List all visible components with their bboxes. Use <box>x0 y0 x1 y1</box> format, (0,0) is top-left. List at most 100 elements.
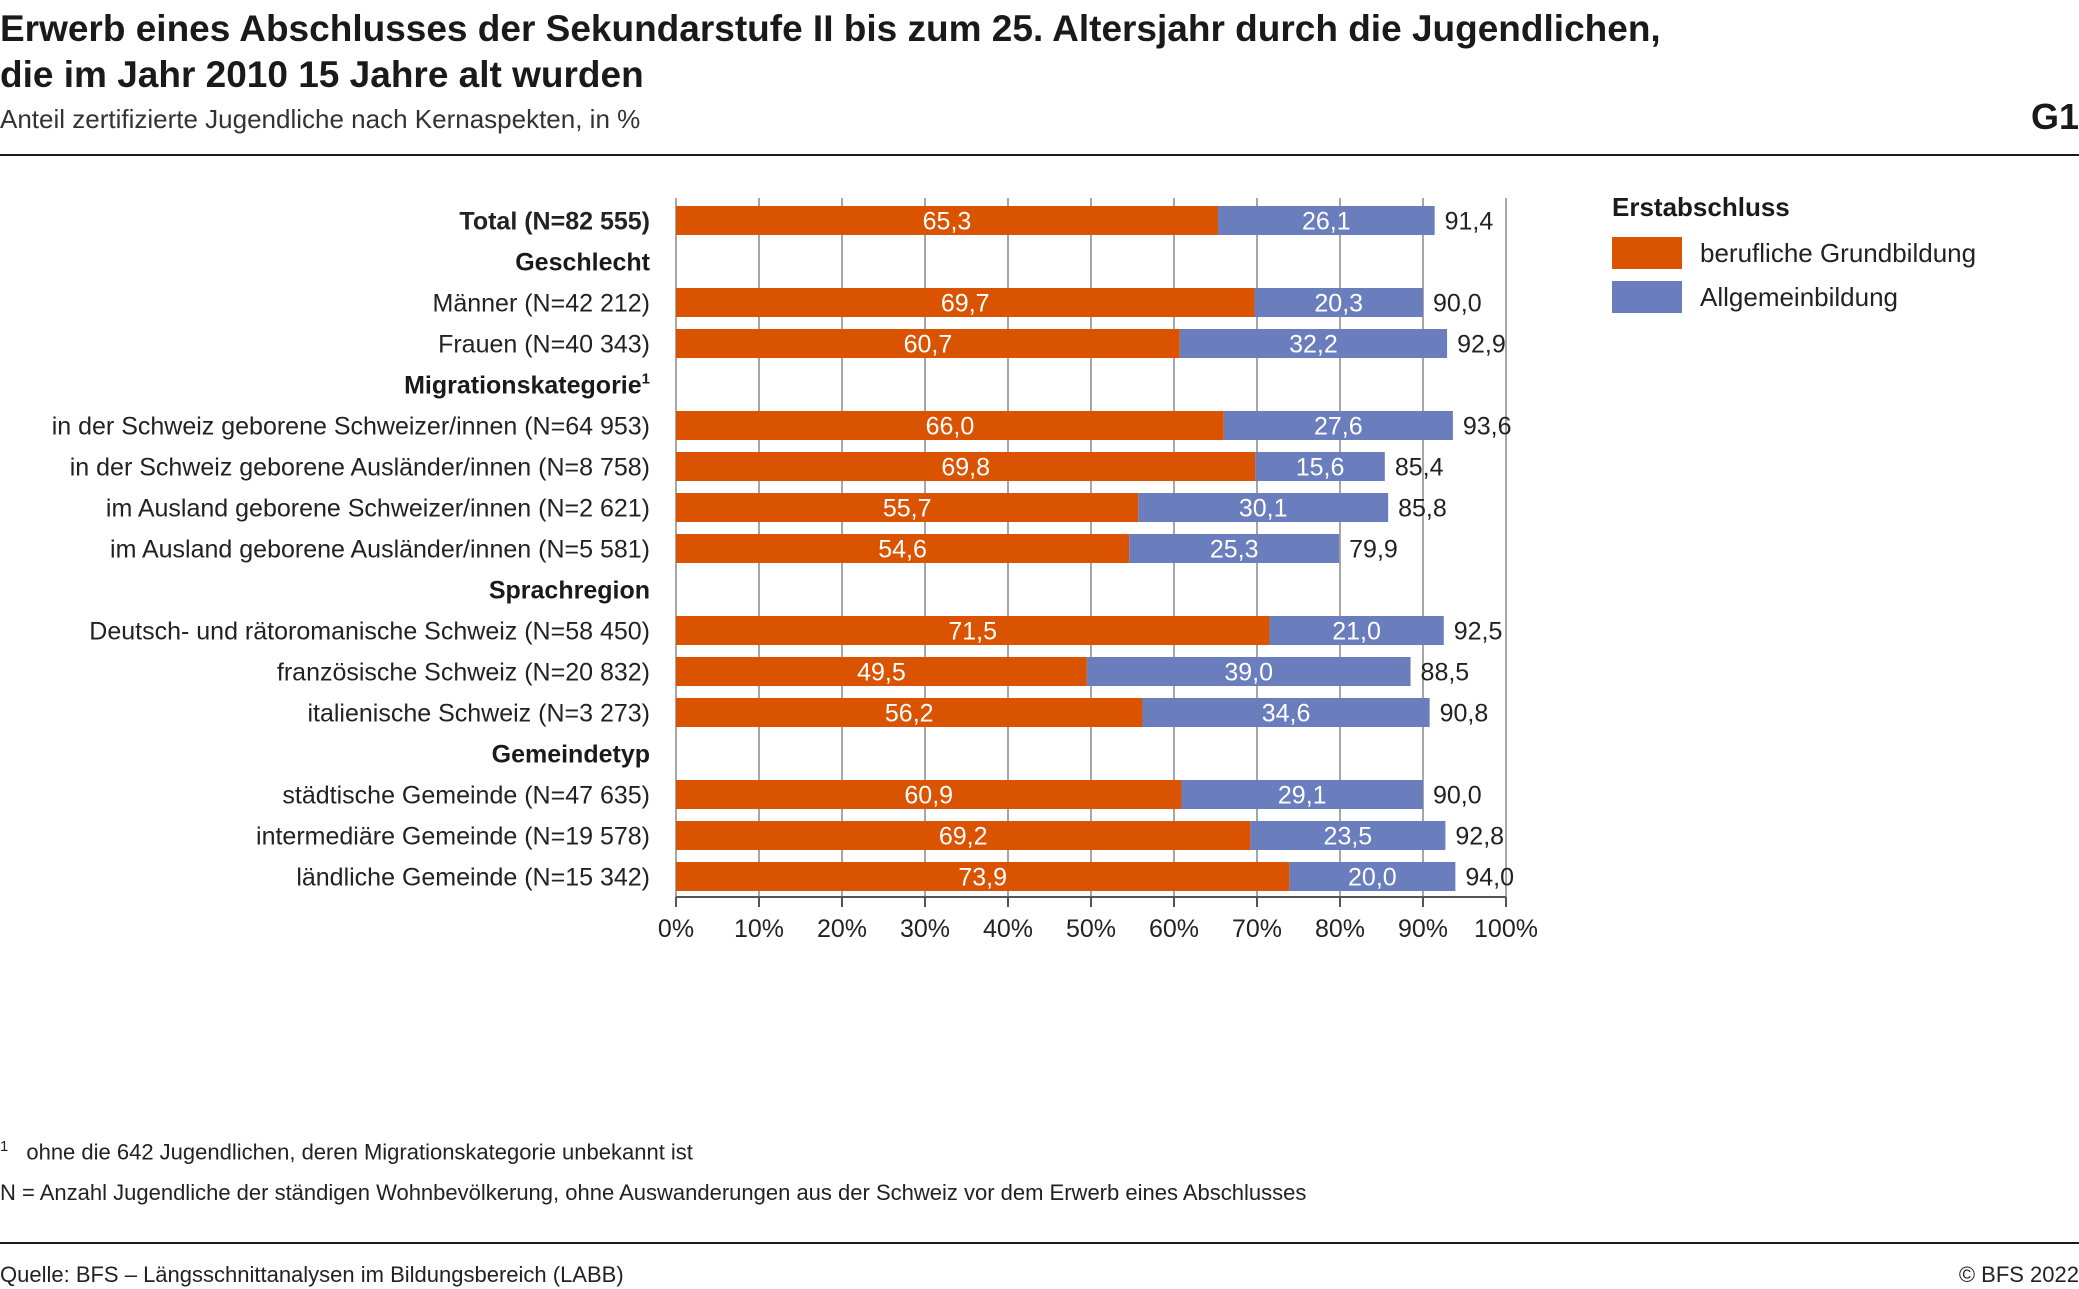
header-divider <box>0 154 2079 156</box>
data-label: 55,7 <box>883 495 932 523</box>
data-label: 66,0 <box>926 413 975 441</box>
bar-segment <box>676 493 1139 522</box>
total-label: 92,9 <box>1457 331 1506 359</box>
legend-item-berufliche-grundbildung: berufliche Grundbildung <box>1612 236 1976 270</box>
bar-segment <box>676 657 1087 686</box>
data-label: 34,6 <box>1262 700 1311 728</box>
footnote-1-text: ohne die 642 Jugendlichen, deren Migrati… <box>26 1139 693 1165</box>
data-label: 65,3 <box>923 208 972 236</box>
group-heading: Sprachregion <box>489 577 650 605</box>
data-label: 71,5 <box>948 618 997 646</box>
x-tick-label: 30% <box>900 915 950 943</box>
footnote-2: N = Anzahl Jugendliche der ständigen Woh… <box>0 1180 1307 1205</box>
legend-item-allgemeinbildung: Allgemeinbildung <box>1612 280 1898 314</box>
legend-title: Erstabschluss <box>1612 192 1790 222</box>
chart-subtitle: Anteil zertifizierte Jugendliche nach Ke… <box>0 104 641 134</box>
legend-label-allgemeinbildung: Allgemeinbildung <box>1700 281 1899 312</box>
x-tick-label: 60% <box>1149 915 1199 943</box>
category-label: städtische Gemeinde (N=47 635) <box>282 782 650 810</box>
x-tick-label: 0% <box>658 915 694 943</box>
category-label: Deutsch- und rätoromanische Schweiz (N=5… <box>89 618 650 646</box>
group-heading: Migrationskategorie1 <box>404 371 650 400</box>
data-label: 26,1 <box>1302 208 1351 236</box>
bar-segment <box>1086 657 1411 686</box>
total-label: 85,4 <box>1395 454 1444 482</box>
category-label: ländliche Gemeinde (N=15 342) <box>296 864 650 892</box>
data-label: 21,0 <box>1332 618 1381 646</box>
bar-segment <box>676 329 1180 358</box>
source-note: Quelle: BFS – Längsschnittanalysen im Bi… <box>0 1262 624 1287</box>
data-label: 60,7 <box>904 331 953 359</box>
total-label: 88,5 <box>1421 659 1470 687</box>
category-label: intermediäre Gemeinde (N=19 578) <box>256 823 650 851</box>
data-label: 69,8 <box>941 454 990 482</box>
data-label: 56,2 <box>885 700 934 728</box>
total-label: 92,5 <box>1454 618 1503 646</box>
bar-segment <box>1223 411 1453 440</box>
bar-segment <box>676 206 1218 235</box>
bar-segment <box>676 411 1224 440</box>
category-label: in der Schweiz geborene Schweizer/innen … <box>52 413 650 441</box>
data-label: 29,1 <box>1278 782 1327 810</box>
legend-swatch-allgemeinbildung <box>1612 281 1682 313</box>
bar-segment <box>1289 862 1456 891</box>
bar-segment <box>1179 329 1448 358</box>
bar-segment <box>676 821 1251 850</box>
data-label: 69,2 <box>939 823 988 851</box>
data-label: 54,6 <box>878 536 927 564</box>
x-tick-label: 100% <box>1474 915 1538 943</box>
x-tick-label: 50% <box>1066 915 1116 943</box>
total-label: 91,4 <box>1445 208 1494 236</box>
data-label: 49,5 <box>857 659 906 687</box>
category-label: im Ausland geborene Ausländer/innen (N=5… <box>110 536 650 564</box>
bar-segment <box>1269 616 1444 645</box>
total-label: 92,8 <box>1455 823 1504 851</box>
bar-segment <box>676 452 1256 481</box>
data-label: 23,5 <box>1324 823 1373 851</box>
group-heading: Geschlecht <box>515 249 650 277</box>
bar-segment <box>1250 821 1446 850</box>
total-label: 79,9 <box>1349 536 1398 564</box>
bar-segment <box>676 780 1182 809</box>
x-tick-label: 20% <box>817 915 867 943</box>
bar-segment <box>676 534 1130 563</box>
bar-segment <box>1138 493 1389 522</box>
data-label: 20,3 <box>1314 290 1363 318</box>
data-label: 25,3 <box>1210 536 1259 564</box>
total-label: 93,6 <box>1463 413 1512 441</box>
total-label: 90,0 <box>1433 290 1482 318</box>
total-label: 90,8 <box>1440 700 1489 728</box>
total-label: 94,0 <box>1465 864 1514 892</box>
stacked-bar-chart: 0%10%20%30%40%50%60%70%80%90%100%Total (… <box>52 198 1538 943</box>
data-label: 73,9 <box>958 864 1007 892</box>
data-label: 32,2 <box>1289 331 1338 359</box>
bar-segment <box>1217 206 1435 235</box>
category-label: Frauen (N=40 343) <box>438 331 650 359</box>
bar-segment <box>1254 288 1423 317</box>
data-label: 69,7 <box>941 290 990 318</box>
copyright: © BFS 2022 <box>1958 1262 2079 1287</box>
figure-number: G1 <box>2030 96 2079 137</box>
category-label: Männer (N=42 212) <box>433 290 650 318</box>
category-label: Total (N=82 555) <box>459 208 650 236</box>
data-label: 20,0 <box>1348 864 1397 892</box>
bar-segment <box>1142 698 1430 727</box>
category-label: in der Schweiz geborene Ausländer/innen … <box>70 454 650 482</box>
legend-swatch-berufliche-grundbildung <box>1612 237 1682 269</box>
x-tick-label: 80% <box>1315 915 1365 943</box>
bar-segment <box>676 862 1290 891</box>
footnote-1-marker: 1 <box>0 1138 9 1155</box>
total-label: 90,0 <box>1433 782 1482 810</box>
total-label: 85,8 <box>1398 495 1447 523</box>
legend-label-berufliche-grundbildung: berufliche Grundbildung <box>1700 237 1977 268</box>
bar-segment <box>676 698 1143 727</box>
x-tick-label: 70% <box>1232 915 1282 943</box>
x-tick-label: 90% <box>1398 915 1448 943</box>
footnote-1: 1 ohne die 642 Jugendlichen, deren Migrat… <box>0 1138 693 1165</box>
footer-divider <box>0 1242 2079 1244</box>
data-label: 39,0 <box>1224 659 1273 687</box>
data-label: 27,6 <box>1314 413 1363 441</box>
title-line-2: die im Jahr 2010 15 Jahre alt wurden <box>0 54 644 95</box>
data-label: 15,6 <box>1296 454 1345 482</box>
category-label: französische Schweiz (N=20 832) <box>277 659 650 687</box>
